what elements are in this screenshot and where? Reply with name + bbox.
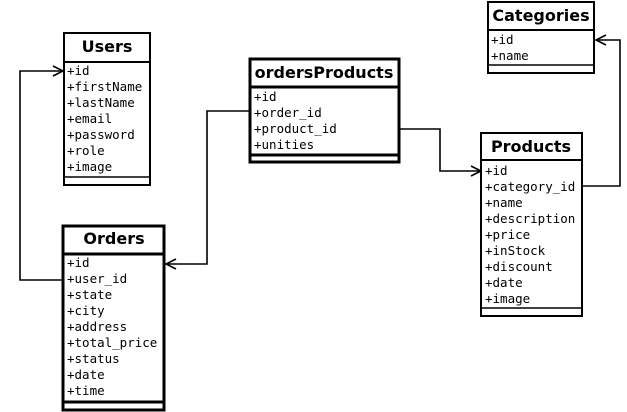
orders-field-user-id: +user_id: [67, 271, 127, 286]
products-field-id: +id: [485, 163, 508, 178]
products-field-discount: +discount: [485, 259, 553, 274]
orders-field-time: +time: [67, 383, 105, 398]
products-field-date: +date: [485, 275, 523, 290]
products-field-name: +name: [485, 195, 523, 210]
users-field-firstname: +firstName: [67, 79, 142, 94]
orders-field-date: +date: [67, 367, 105, 382]
connector-orders-user-id-to-users-id: [19, 71, 63, 281]
orders-field-address: +address: [67, 319, 127, 334]
orders-field-total-price: +total_price: [67, 335, 157, 350]
orders-products-field-id: +id: [254, 89, 277, 104]
table-title-users: Users: [82, 37, 133, 56]
connector-products-category-id-to-categories-id: [583, 40, 621, 187]
table-title-products: Products: [491, 137, 571, 156]
table-users[interactable]: Users +id +firstName +lastName +email +p…: [63, 32, 151, 186]
table-orders-products[interactable]: ordersProducts +id +order_id +product_id…: [248, 57, 401, 164]
orders-field-id: +id: [67, 255, 90, 270]
users-field-image: +image: [67, 159, 112, 174]
users-field-lastname: +lastName: [67, 95, 135, 110]
products-field-description: +description: [485, 211, 575, 226]
table-products[interactable]: Products +id +category_id +name +descrip…: [480, 132, 583, 317]
users-field-password: +password: [67, 127, 135, 142]
table-title-orders: Orders: [83, 229, 144, 248]
connectors: [19, 40, 621, 281]
products-field-instock: +inStock: [485, 243, 546, 258]
users-field-id: +id: [67, 63, 90, 78]
products-field-category-id: +category_id: [485, 179, 575, 194]
orders-field-city: +city: [67, 303, 105, 318]
connector-orders-products-order-id-to-orders-id: [166, 110, 250, 264]
table-categories[interactable]: Categories +id +name: [487, 1, 595, 74]
orders-field-state: +state: [67, 287, 112, 302]
orders-products-field-unities: +unities: [254, 137, 314, 152]
table-title-orders-products: ordersProducts: [255, 63, 394, 82]
orders-products-field-product-id: +product_id: [254, 121, 337, 136]
products-field-price: +price: [485, 227, 530, 242]
table-title-categories: Categories: [492, 6, 589, 25]
orders-field-status: +status: [67, 351, 120, 366]
users-field-role: +role: [67, 143, 105, 158]
connector-orders-products-product-id-to-products-id: [399, 128, 481, 171]
categories-field-name: +name: [491, 48, 529, 63]
users-field-email: +email: [67, 111, 112, 126]
orders-products-field-order-id: +order_id: [254, 105, 322, 120]
categories-field-id: +id: [491, 32, 514, 47]
products-field-image: +image: [485, 291, 530, 306]
table-orders[interactable]: Orders +id +user_id +state +city +addres…: [61, 224, 166, 412]
